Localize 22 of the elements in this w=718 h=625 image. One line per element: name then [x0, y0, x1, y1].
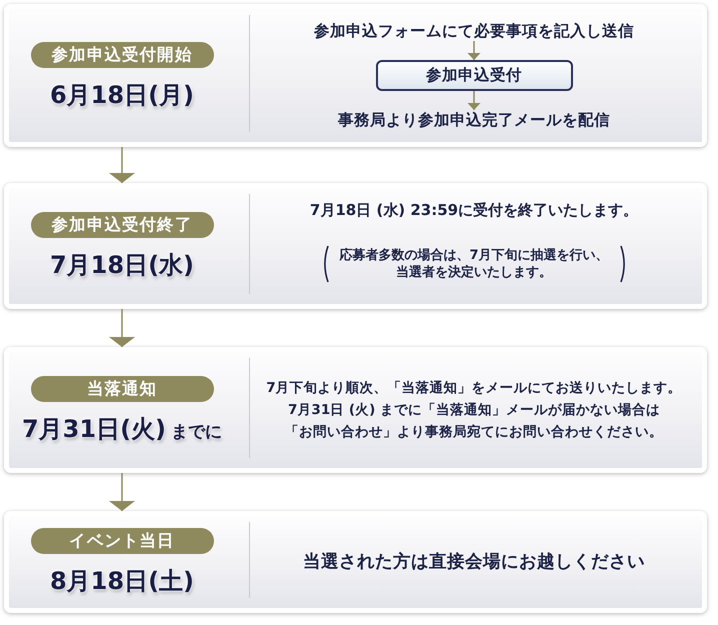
phase-tag: イベント当日 [30, 528, 214, 554]
step-text: 事務局より参加申込完了メールを配信 [338, 110, 610, 130]
date-text: 6月18日(月) [50, 80, 194, 110]
description-text: 当選された方は直接会場にお越しください [303, 551, 645, 573]
date-text: 8月18日(土) [50, 566, 194, 596]
arrow [468, 41, 480, 60]
phase-tag: 参加申込受付開始 [30, 42, 214, 68]
arrow [109, 147, 135, 183]
arrow [109, 473, 135, 511]
date-suffix-text: までに [171, 422, 222, 442]
step-text: 参加申込フォームにて必要事項を記入し送信 [314, 21, 634, 41]
date-text: 7月31日(火) [22, 414, 166, 444]
arrow [109, 309, 135, 347]
description-text: 7月31日 (火) までに「当落通知」メールが届かない場合は「お問い合わせ」より事務局宛てにお問い合わせください。 [284, 401, 664, 442]
phase-tag: 参加申込受付終了 [30, 212, 214, 238]
phase-tag: 当落通知 [30, 376, 214, 402]
arrow [468, 91, 480, 110]
note-text: 応募者多数の場合は、7月下旬に抽選を行い、当選者を決定いたします。 [338, 247, 610, 281]
process-box: 参加申込受付 [376, 60, 572, 91]
date-text: 7月18日(水) [50, 250, 194, 280]
description-text: 7月18日 (水) 23:59に受付を終了いたします。 [310, 200, 638, 221]
description-text: 7月下旬より順次、「当落通知」をメールにてお送りいたします。 [266, 379, 682, 398]
